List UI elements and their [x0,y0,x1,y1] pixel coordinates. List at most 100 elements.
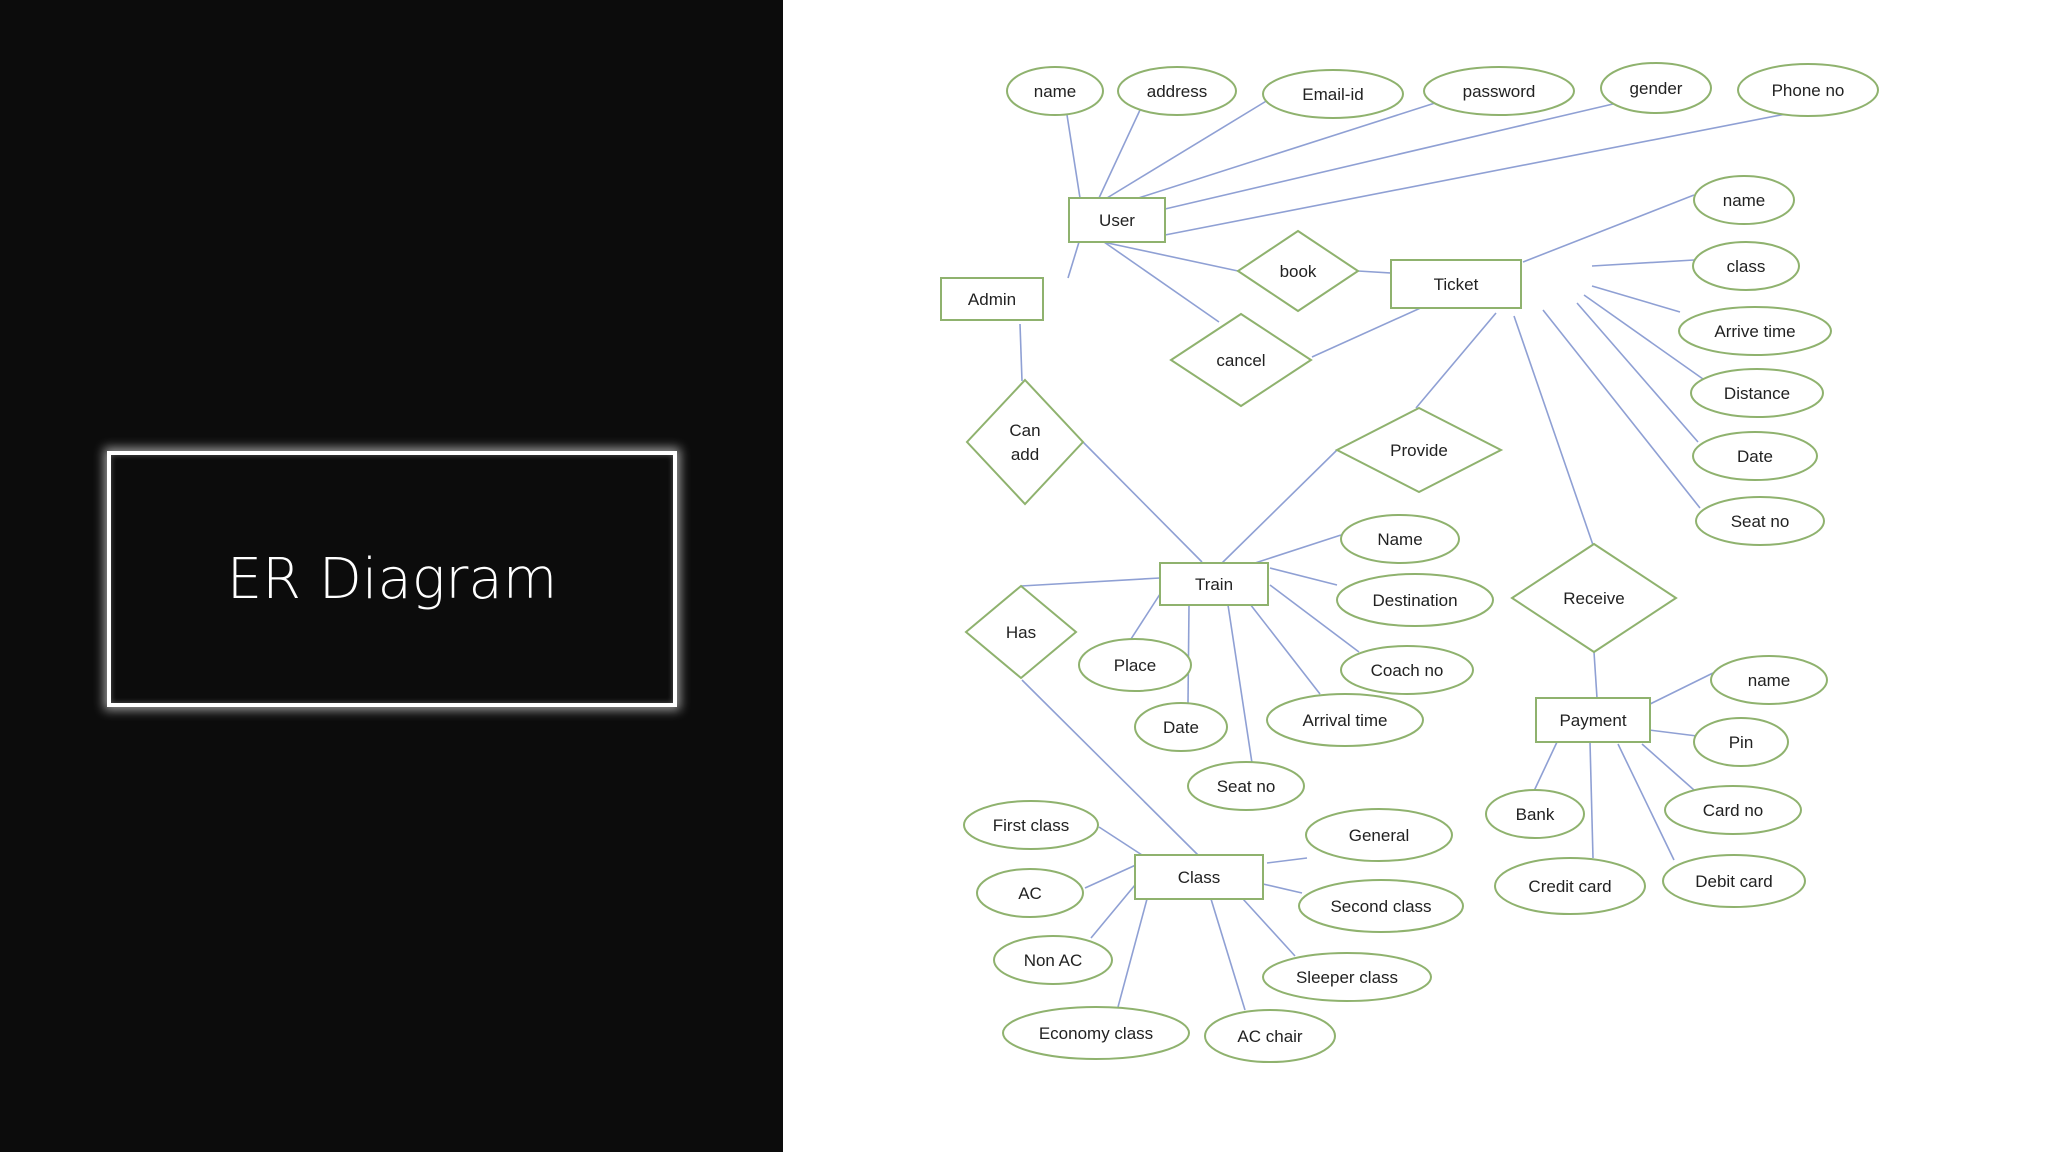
entity-class: Class [1134,854,1264,900]
connector-user-u-email [1106,99,1269,199]
attribute-t-date-shape [1692,431,1818,481]
relationship-book-shape [1236,229,1360,313]
attribute-c-acchair-label: AC chair [1237,1027,1303,1046]
attribute-u-name: name [1006,66,1104,116]
relationship-cancel-label: cancel [1216,351,1265,370]
attribute-tr-place-shape [1078,638,1192,692]
connector-ticket-t-name [1522,194,1695,263]
entity-payment-label: Payment [1559,711,1626,730]
connector-user-book [1102,241,1239,272]
connector-train-tr-name [1251,534,1342,565]
attribute-t-arrive-label: Arrive time [1714,322,1795,341]
connector-ticket-provide [1415,312,1497,409]
attribute-u-gender-label: gender [1630,79,1683,98]
attribute-p-bank: Bank [1485,789,1585,839]
attribute-u-password: password [1423,66,1575,116]
attribute-t-seat: Seat no [1695,496,1825,546]
entity-train-label: Train [1195,575,1233,594]
attribute-tr-coach: Coach no [1340,645,1474,695]
connector-user-u-address [1098,109,1141,199]
connector-user-cancel [1103,241,1220,323]
connector-user-u-phone [1164,113,1787,236]
attribute-u-phone: Phone no [1737,63,1879,117]
attribute-tr-name-shape [1340,514,1460,564]
connector-train-tr-place [1130,590,1163,640]
attribute-u-password-label: password [1463,82,1536,101]
attribute-t-arrive: Arrive time [1678,306,1832,356]
connector-class-c-sleeper [1242,898,1296,957]
attribute-c-sleeper-label: Sleeper class [1296,968,1398,987]
attribute-u-phone-shape [1737,63,1879,117]
connector-ticket-t-arrive [1591,285,1681,313]
relationship-receive-shape [1510,542,1678,654]
attribute-c-nonac: Non AC [993,935,1113,985]
attribute-u-phone-label: Phone no [1772,81,1845,100]
attribute-p-card-label: Card no [1703,801,1763,820]
attribute-u-address: address [1117,66,1237,116]
attribute-tr-coach-shape [1340,645,1474,695]
attribute-tr-arrival-label: Arrival time [1302,711,1387,730]
entity-payment-shape [1535,697,1651,743]
attribute-t-seat-label: Seat no [1731,512,1790,531]
connector-user-u-password [1122,102,1436,204]
connector-user-u-name [1066,114,1081,199]
connector-ticket-t-class [1591,259,1695,267]
connector-train-tr-date [1187,605,1190,704]
slide-title: ER Diagram [226,546,558,612]
title-frame: ER Diagram [107,451,677,707]
attribute-p-name-label: name [1748,671,1791,690]
attribute-tr-place: Place [1078,638,1192,692]
connector-train-tr-dest [1269,567,1338,586]
attribute-c-ac-label: AC [1018,884,1042,903]
connector-payment-p-credit [1589,741,1594,859]
attribute-u-gender-shape [1600,62,1712,114]
connector-user-u-gender [1164,103,1614,210]
attribute-p-card-shape [1664,785,1802,835]
entity-user-shape [1068,197,1166,243]
relationship-receive-label: Receive [1563,589,1624,608]
attribute-t-date: Date [1692,431,1818,481]
connector-class-c-ac [1084,863,1139,889]
attribute-c-first: First class [963,800,1099,850]
entity-payment: Payment [1535,697,1651,743]
attribute-c-sleeper: Sleeper class [1262,952,1432,1002]
attribute-u-name-label: name [1034,82,1077,101]
connector-class-c-general [1266,857,1308,864]
attribute-c-general: General [1305,808,1453,862]
attribute-tr-seat-shape [1187,761,1305,811]
attribute-p-name: name [1710,655,1828,705]
attribute-t-seat-shape [1695,496,1825,546]
entity-admin-label: Admin [968,290,1016,309]
attribute-c-general-label: General [1349,826,1409,845]
attribute-p-pin-label: Pin [1729,733,1754,752]
connector-lines [1019,99,1787,1011]
entity-user-label: User [1099,211,1135,230]
entity-class-label: Class [1178,868,1221,887]
entity-class-shape [1134,854,1264,900]
relationship-provide: Provide [1334,406,1504,494]
attribute-c-ac: AC [976,868,1084,918]
attribute-p-pin-shape [1693,717,1789,767]
entity-ticket-label: Ticket [1434,275,1479,294]
attribute-c-acchair-shape [1204,1009,1336,1063]
connector-train-tr-seat [1227,604,1253,764]
attribute-t-class: class [1692,241,1800,291]
connector-ticket-t-date [1576,302,1699,443]
attribute-c-sleeper-shape [1262,952,1432,1002]
attribute-tr-dest: Destination [1336,573,1494,627]
attribute-p-debit-label: Debit card [1695,872,1772,891]
attribute-tr-arrival-shape [1266,693,1424,747]
relationship-can-add-label-line: Can [1009,421,1040,440]
attribute-p-credit: Credit card [1494,857,1646,915]
relationship-book-label: book [1280,262,1317,281]
attribute-p-debit: Debit card [1662,854,1806,908]
attribute-u-name-shape [1006,66,1104,116]
connector-ticket-receive [1513,315,1594,546]
connector-train-tr-arrival [1249,603,1321,695]
attribute-c-nonac-shape [993,935,1113,985]
attribute-t-arrive-shape [1678,306,1832,356]
entity-admin: Admin [940,277,1044,321]
